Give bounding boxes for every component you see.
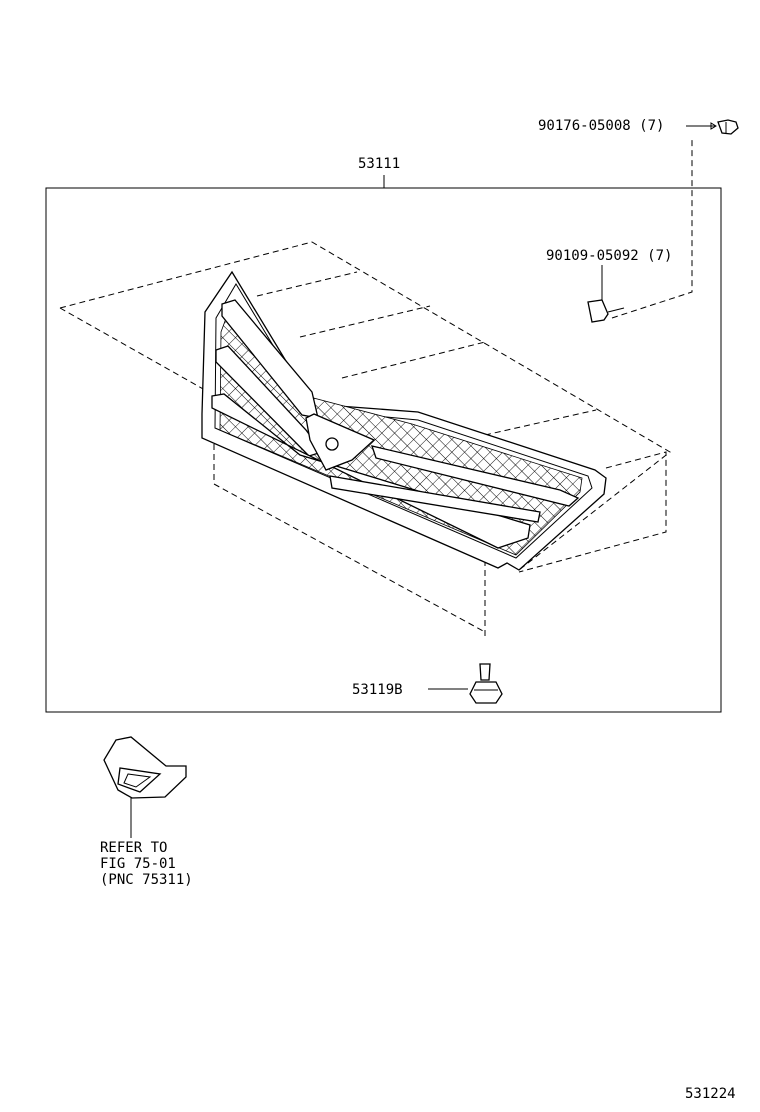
part-label-53111: 53111 xyxy=(358,156,400,172)
reference-line-3: (PNC 75311) xyxy=(100,872,193,888)
clip-part xyxy=(587,265,625,323)
reference-line-2: FIG 75-01 xyxy=(100,856,176,872)
part-label-53119b: 53119B xyxy=(352,682,403,698)
retainer-part xyxy=(428,663,503,704)
assembly-frame xyxy=(45,175,722,713)
reference-line-1: REFER TO xyxy=(100,840,167,856)
figure-code: 531224 xyxy=(685,1086,736,1102)
emblem-reference-drawing xyxy=(103,736,187,838)
screw-part xyxy=(686,119,739,135)
radiator-grille-drawing xyxy=(201,270,607,571)
part-label-screw: 90176-05008 (7) xyxy=(538,118,664,134)
part-label-clip: 90109-05092 (7) xyxy=(546,248,672,264)
dashed-guide-lines xyxy=(59,140,693,640)
